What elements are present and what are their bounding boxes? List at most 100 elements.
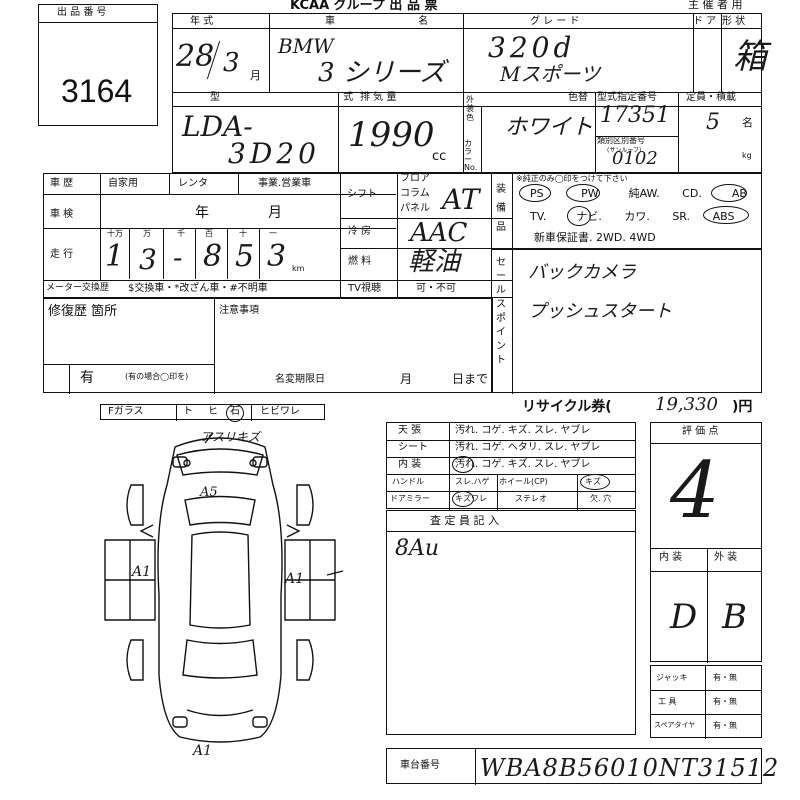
overall-grade: 4 <box>670 446 720 536</box>
year-value: 28 <box>176 39 215 74</box>
chassis-number: WBA8B56010NT31512 <box>480 754 780 782</box>
digit-label: 十 <box>239 229 247 238</box>
equip-alloy: 純AW. <box>628 187 660 200</box>
digit-label: 一 <box>269 229 277 238</box>
interior-row-label: 内 装 <box>398 459 422 470</box>
mileage-unit: km <box>292 264 305 273</box>
inspector-signature: 8Au <box>395 536 440 561</box>
transfer-month-unit: 月 <box>400 372 413 386</box>
usage-label: 車 歴 <box>50 178 74 189</box>
interior-row-items: 汚れ. コゲ. キズ. スレ. ヤブレ <box>455 425 591 436</box>
equipment-note: ※純正のみ◯印をつけて下さい <box>516 174 628 183</box>
equipment-label: 装備品 <box>496 184 506 233</box>
glass-label: Fガラス <box>108 406 144 417</box>
history-box <box>43 173 513 299</box>
category-label: 類別区別番号 <box>597 136 645 145</box>
weight-unit: kg <box>742 151 752 160</box>
repair-value: 有 <box>80 370 94 386</box>
recycle-label: リサイクル券( <box>522 399 612 415</box>
mileage-digit: 1 <box>105 239 125 274</box>
mileage-label: 走 行 <box>50 249 74 260</box>
month-value: 3 <box>223 48 240 78</box>
interior-row-label: シート <box>398 442 428 453</box>
stereo-label: ステレオ <box>515 494 547 503</box>
sales-point-line2: プッシュスタート <box>528 301 672 322</box>
year-label: 年 式 <box>190 16 214 27</box>
grades-box <box>650 422 762 663</box>
interior-row-label: 天 張 <box>398 425 422 436</box>
grade-label: グ レ ー ド <box>530 16 580 27</box>
sales-point-label: セールスポイント <box>496 257 506 366</box>
model-code-label: 型 式 <box>210 92 414 103</box>
exterior-grade: B <box>722 597 747 637</box>
body-type-value: 箱 <box>733 37 767 77</box>
transfer-deadline-label: 名変期限日 <box>275 374 325 385</box>
displacement-unit: cc <box>432 149 447 164</box>
chassis-box <box>386 748 762 785</box>
repair-box <box>43 298 493 394</box>
ac-label: 冷 房 <box>348 226 372 237</box>
stereo-items: 欠. 穴 <box>590 494 612 503</box>
color-value: ホワイト <box>505 115 594 140</box>
tool-label: ジャッキ <box>656 673 688 682</box>
lot-number-label: 出 品 番 号 <box>57 7 107 18</box>
door-label: ド ア <box>693 16 717 27</box>
tool-options: 有・無 <box>713 721 737 730</box>
meter-exchange-options: $交換車・*改ざん車・#不明車 <box>128 283 268 294</box>
shift-label: シフト <box>347 189 377 200</box>
model-code-line2: 3D20 <box>228 137 320 170</box>
color-code-label: カラーNo. <box>464 139 478 172</box>
glass-stone-circle <box>226 404 244 422</box>
interior-grade-label: 内 装 <box>659 552 683 563</box>
interior-row-items: 汚れ. コゲ. キズ. スレ. ヤブレ <box>455 459 591 470</box>
mileage-digits: 十万 万 千 百 十 一 1 3 - 8 5 3 km <box>99 228 304 279</box>
inspector-box <box>386 510 636 735</box>
vehicle-info-box <box>172 13 762 174</box>
grades-label: 評 価 点 <box>682 426 719 437</box>
repair-hint: (有の場合◯印を) <box>125 372 189 381</box>
grade-line1: 320d <box>488 31 576 64</box>
equipment-box <box>491 173 762 251</box>
sales-point-line1: バックカメラ <box>528 262 636 283</box>
equip-sr: SR. <box>672 210 691 223</box>
equip-leather: カワ. <box>624 210 650 223</box>
equip-pw-circle <box>566 184 600 202</box>
exterior-grade-label: 外 装 <box>714 552 738 563</box>
tool-label: 工 具 <box>658 697 677 706</box>
recycle-unit: )円 <box>732 399 753 415</box>
mark-left-door: A1 <box>132 564 152 580</box>
tool-options: 有・無 <box>713 673 737 682</box>
maker-value: BMW <box>278 34 334 58</box>
maker-label: 車 名 <box>325 16 469 27</box>
type-designation-value: 17351 <box>600 103 670 128</box>
glass-option: ヒビワレ <box>260 406 300 417</box>
digit-label: 十万 <box>107 229 123 238</box>
equipment-row3: 新車保証書. 2WD. 4WD <box>534 231 656 244</box>
equip-ab-circle <box>711 184 747 202</box>
usage-option-commercial: 事業.営業車 <box>258 178 312 189</box>
capacity-value: 5 <box>706 110 720 135</box>
transfer-day-unit: 日まで <box>452 372 489 386</box>
displacement-label: 排 気 量 <box>360 92 397 103</box>
mileage-digit: 5 <box>235 239 255 274</box>
body-type-label: 形 状 <box>722 16 746 27</box>
recycle-value: 19,330 <box>655 394 718 415</box>
interior-dirt-circle <box>452 456 474 473</box>
equip-abs-circle <box>703 206 749 224</box>
digit-label: 万 <box>143 229 151 238</box>
sales-point-box <box>491 248 762 394</box>
ext-color-label: 外装色 <box>466 95 474 123</box>
mirror-scratch-circle <box>452 491 474 507</box>
meter-exchange-label: メーター交換歴 <box>46 283 110 293</box>
handle-label: ハンドル <box>392 477 424 486</box>
glass-option: ト <box>183 406 193 417</box>
organizer-label: 主 催 者 用 <box>688 0 743 11</box>
glass-row <box>100 404 325 421</box>
mark-right-door: A1 <box>285 571 305 587</box>
displacement-value: 1990 <box>348 115 435 155</box>
model-code-line1: LDA- <box>182 110 253 143</box>
digit-label: 百 <box>205 229 213 238</box>
sheet-title: KCAA グループ 出 品 票 <box>290 0 438 13</box>
inspector-label: 査 定 員 記 入 <box>430 514 499 527</box>
grade-line2: Mスポーツ <box>500 62 601 86</box>
